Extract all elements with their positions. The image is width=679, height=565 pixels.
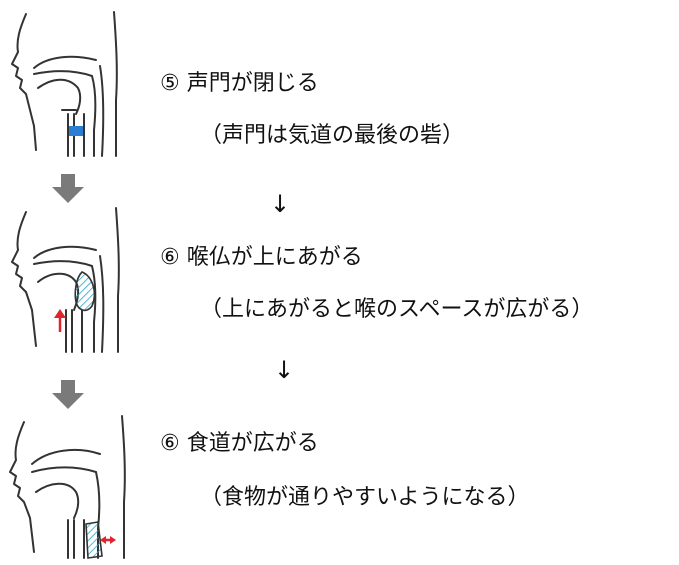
step-title-1: ⑤ 声門が閉じる [160, 71, 319, 96]
step-title-2: ⑥ 喉仏が上にあがる [160, 245, 363, 270]
red-side-arrow-icon [100, 536, 116, 544]
step-note-3: （食物が通りやすいようになる） [200, 485, 530, 510]
head-profile-drawing [9, 415, 126, 559]
throat-space-hatch [74, 271, 96, 312]
down-arrow-icon [50, 174, 86, 204]
step-title-3: ⑥ 食道が広がる [160, 431, 319, 456]
esophagus-hatch [85, 521, 103, 559]
red-up-arrow-icon [54, 309, 66, 332]
connector-arrow-2: ↓ [274, 356, 295, 384]
head-profile-drawing [11, 207, 120, 353]
head-profile-figure-larynx [4, 206, 130, 356]
glottis-mark [69, 126, 83, 136]
head-profile-drawing [11, 11, 118, 157]
head-profile-figure-glottis [4, 10, 130, 160]
connector-arrow-1: ↓ [270, 190, 291, 218]
head-profile-figure-esophagus [4, 412, 130, 562]
step-note-2: （上にあがると喉のスペースが広がる） [200, 297, 594, 322]
step-note-1: （声門は気道の最後の砦） [200, 123, 465, 148]
down-arrow-icon [50, 380, 86, 410]
